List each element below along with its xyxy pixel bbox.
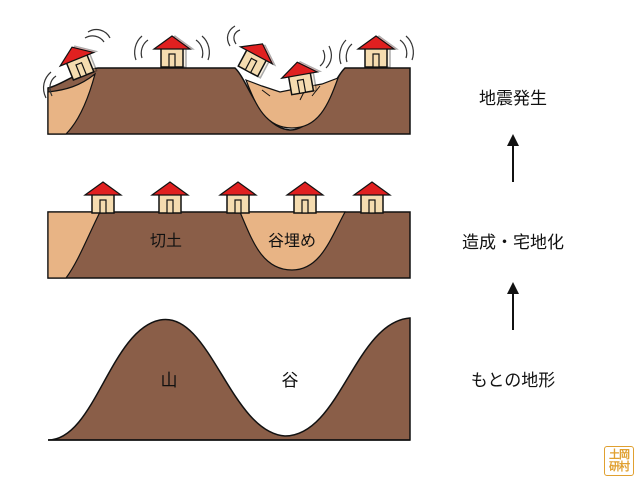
- original-terrain-panel: 山 谷: [47, 317, 411, 441]
- developed-ground: [47, 211, 411, 279]
- step-flow: 地震発生 造成・宅地化 もとの地形: [462, 89, 564, 391]
- step-earthquake-label: 地震発生: [479, 89, 547, 109]
- mountain-valley-terrain: [47, 317, 411, 441]
- cut-soil-label: 切土: [150, 231, 182, 250]
- step-original-label: もとの地形: [471, 371, 556, 391]
- house-icon: [219, 181, 257, 214]
- developed-panel: 切土 谷埋め: [47, 181, 411, 279]
- house-icon: [153, 35, 194, 68]
- valley-label: 谷: [282, 371, 299, 391]
- house-icon: [151, 181, 189, 214]
- left-fill-soil: [47, 211, 101, 279]
- house-icon: [353, 181, 391, 214]
- mountain-label: 山: [161, 371, 178, 391]
- shake-marks-icon: [42, 25, 414, 99]
- house-icon: [84, 181, 122, 214]
- damaged-terrain: [47, 67, 411, 135]
- valley-fill-label: 谷埋め: [268, 231, 316, 250]
- valley-fill-soil: [239, 211, 347, 271]
- house-icon: [286, 181, 324, 214]
- house-icon: [357, 35, 398, 68]
- step-development-label: 造成・宅地化: [462, 233, 564, 253]
- up-arrow-icon: [507, 282, 519, 330]
- logo-stamp: 土岡研村: [604, 446, 634, 476]
- earthquake-panel: [42, 25, 414, 135]
- left-collapsed-fill: [47, 72, 97, 135]
- up-arrow-icon: [507, 134, 519, 182]
